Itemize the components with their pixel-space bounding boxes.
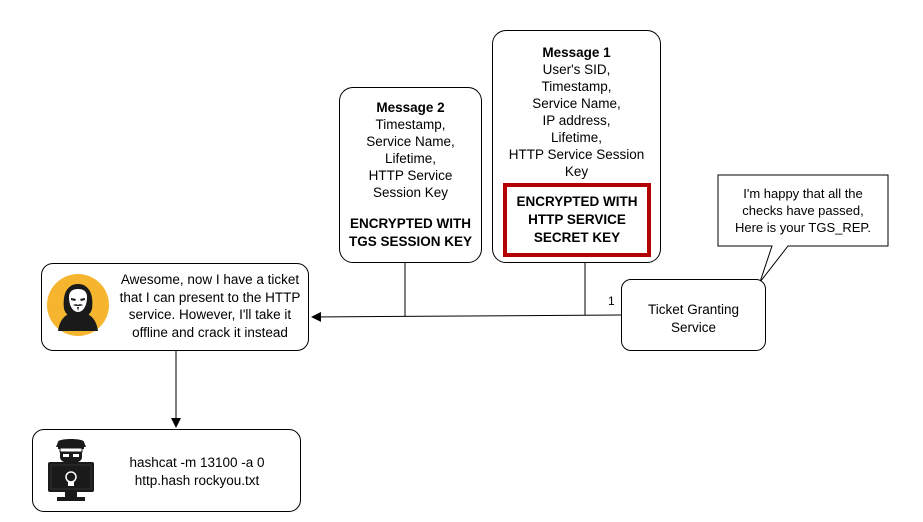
message1-title: Message 1 xyxy=(542,45,611,60)
message2-title: Message 2 xyxy=(376,100,445,115)
hacker-computer-icon xyxy=(48,439,94,501)
arrow-label: 1 xyxy=(608,294,615,308)
tgs-label: Ticket Granting Service xyxy=(647,302,740,335)
anonymous-mask-icon xyxy=(47,274,109,336)
message2-box: Message 2 Timestamp, Service Name, Lifet… xyxy=(339,87,482,263)
speech-bubble xyxy=(717,174,889,283)
message1-encryption-highlight: ENCRYPTED WITH HTTP SERVICE SECRET KEY xyxy=(503,183,651,257)
attacker-text: Awesome, now I have a ticket that I can … xyxy=(119,272,301,340)
speech-bubble-text: I'm happy that all the checks have passe… xyxy=(734,186,872,235)
crack-command: hashcat -m 13100 -a 0 http.hash rockyou.… xyxy=(129,455,265,488)
tgs-box xyxy=(621,279,766,351)
tgs-to-attacker-arrow xyxy=(311,311,622,322)
